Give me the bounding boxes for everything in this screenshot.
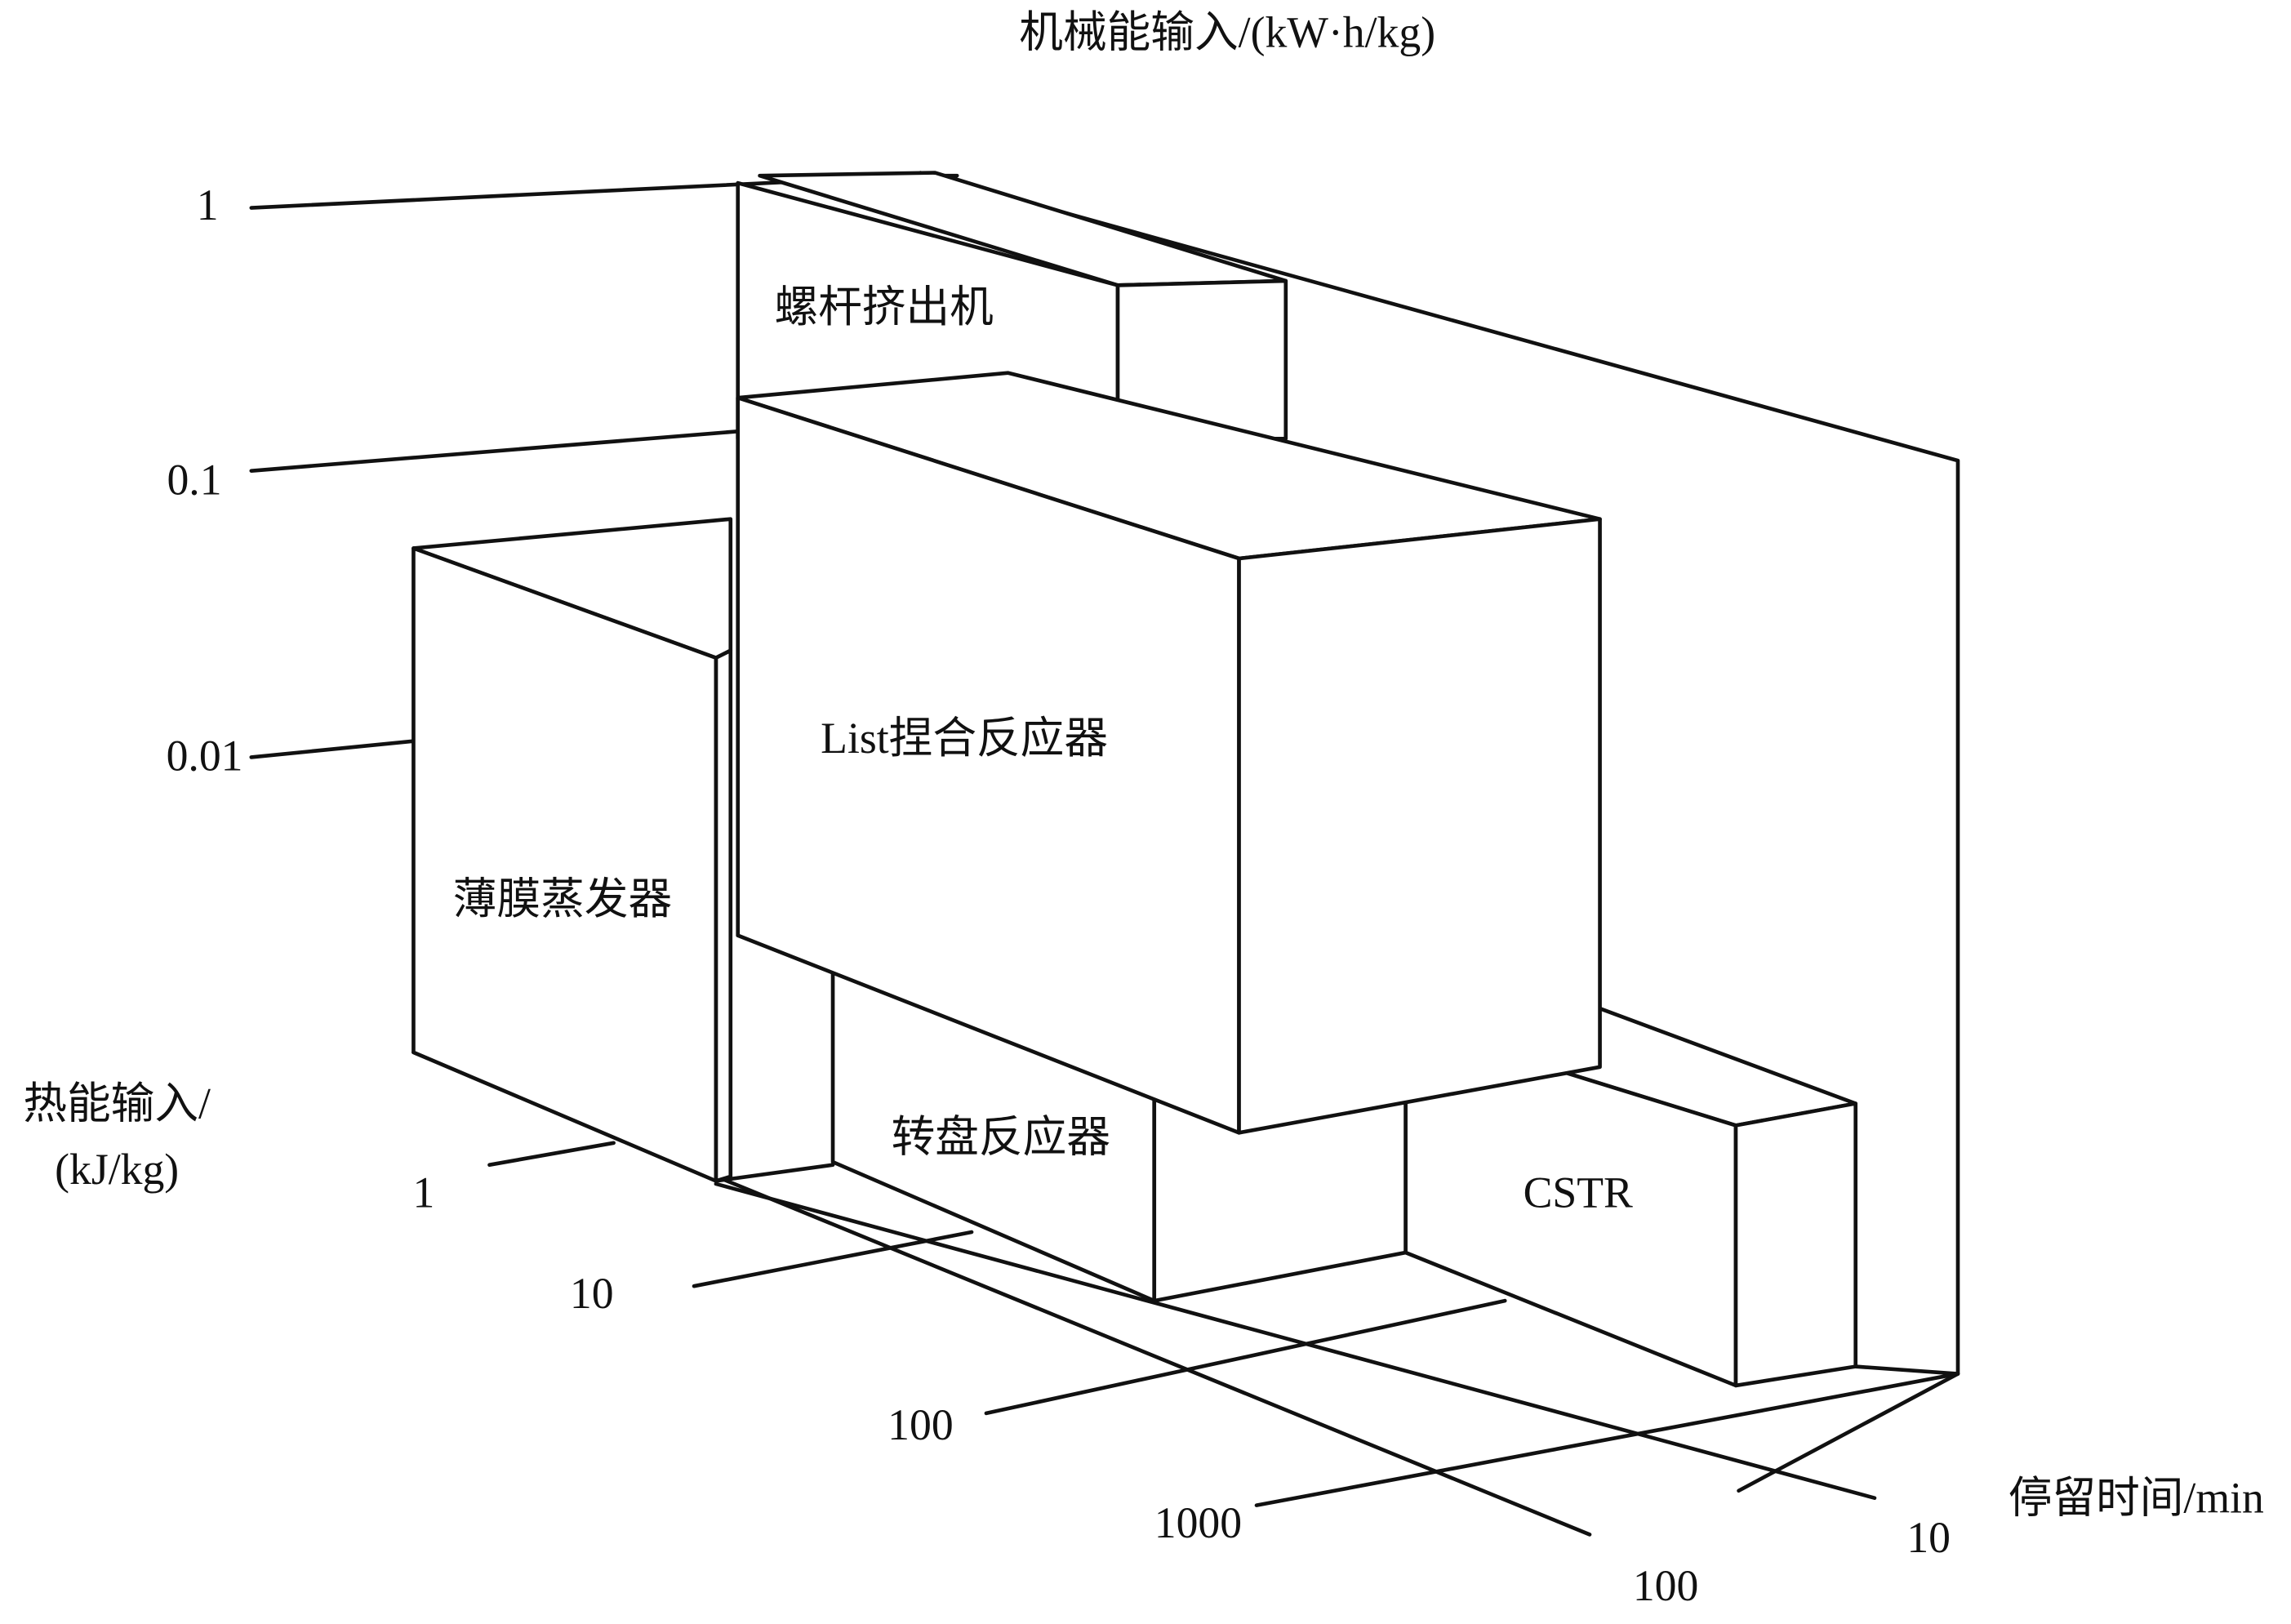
thermal-axis-title-line1: 热能输入/ xyxy=(23,1079,211,1128)
floor-edge xyxy=(1853,1364,1960,1376)
tick-line-thermal-1 xyxy=(487,1141,616,1168)
label-thin-film-evaporator: 薄膜蒸发器 xyxy=(453,874,672,923)
tick-line-mech-0.01 xyxy=(249,739,416,759)
tick-mech-0.01: 0.01 xyxy=(167,731,243,780)
tick-residence-100: 100 xyxy=(1633,1561,1699,1610)
label-rotating-disk-reactor: 转盘反应器 xyxy=(892,1113,1110,1162)
tick-thermal-1: 1 xyxy=(413,1168,435,1217)
tick-thermal-1000: 1000 xyxy=(1154,1498,1242,1547)
tick-thermal-100: 100 xyxy=(887,1400,954,1449)
tick-mech-0.1: 0.1 xyxy=(167,455,221,504)
label-screw-extruder: 螺杆挤出机 xyxy=(774,283,993,331)
tick-line-thermal-1000 xyxy=(1254,1372,1960,1507)
residence-axis-title: 停留时间/min xyxy=(2009,1474,2264,1523)
tick-line-thermal-100 xyxy=(984,1298,1507,1416)
mechanical-axis-title: 机械能输入/(kW·h/kg) xyxy=(1019,8,1435,57)
box-thin-film-evaporator: 薄膜蒸发器 xyxy=(411,517,835,1183)
label-cstr: CSTR xyxy=(1524,1168,1633,1217)
tick-line-thermal-10 xyxy=(692,1230,974,1288)
residence-line-10 xyxy=(714,1181,1877,1501)
tick-thermal-10: 10 xyxy=(570,1269,614,1318)
label-list-kneader-reactor: List捏合反应器 xyxy=(821,714,1108,763)
thermal-axis-title-line2: (kJ/kg) xyxy=(55,1145,179,1194)
back-wall xyxy=(919,171,1960,1493)
tick-residence-10: 10 xyxy=(1906,1513,1951,1562)
tick-line-mech-0.1 xyxy=(249,429,741,473)
box-list-kneader-reactor: List捏合反应器 xyxy=(736,371,1602,1135)
tick-mech-1: 1 xyxy=(197,180,219,229)
